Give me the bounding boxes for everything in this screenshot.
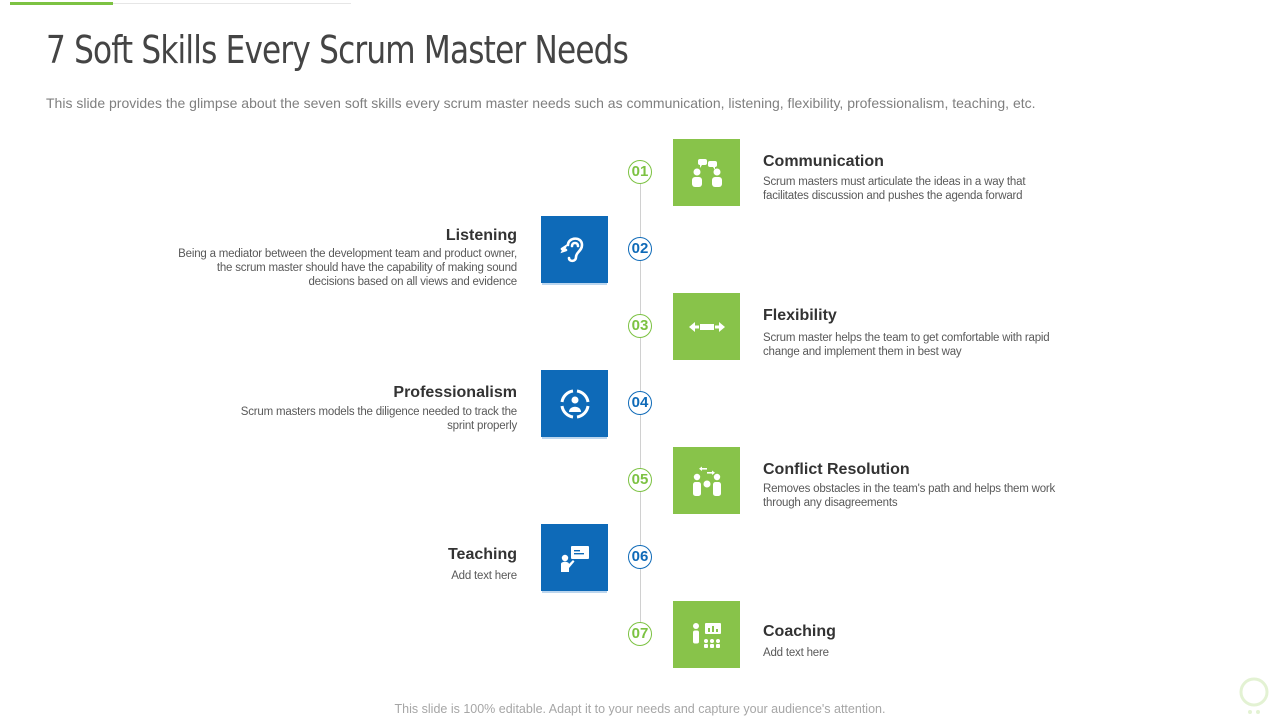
page-title: 7 Soft Skills Every Scrum Master Needs: [46, 28, 629, 72]
page-subtitle: This slide provides the glimpse about th…: [46, 95, 1036, 111]
step-number-07: 07: [628, 622, 652, 646]
skill-title-communication: Communication: [763, 153, 884, 170]
discussion-people-icon: [691, 158, 722, 187]
top-divider-line: [113, 3, 351, 4]
listening-tile: [541, 216, 608, 283]
teaching-tile: [541, 524, 608, 591]
flexibility-tile: [673, 293, 740, 360]
stretch-arrows-icon: [688, 321, 725, 332]
skill-desc-coaching: Add text here: [763, 647, 829, 659]
skill-title-professionalism: Professionalism: [393, 384, 517, 401]
presentation-board-icon: [560, 545, 589, 572]
skill-desc-professionalism: Scrum masters models the diligence neede…: [240, 406, 517, 432]
ear-icon: [559, 236, 583, 262]
skill-title-listening: Listening: [445, 227, 517, 244]
coaching-tile: [673, 601, 740, 668]
step-number-05: 05: [628, 468, 652, 492]
skill-desc-teaching: Add text here: [451, 570, 517, 582]
person-cycle-icon: [560, 389, 589, 418]
skill-title-conflict-resolution: Conflict Resolution: [763, 461, 910, 478]
conflict-resolution-tile: [673, 447, 740, 514]
step-number-06: 06: [628, 545, 652, 569]
step-number-01: 01: [628, 160, 652, 184]
coach-audience-icon: [692, 622, 721, 648]
skill-title-coaching: Coaching: [763, 623, 836, 640]
skill-desc-conflict-resolution: Removes obstacles in the team's path and…: [763, 483, 1056, 509]
skill-desc-listening: Being a mediator between the development…: [178, 248, 517, 288]
step-number-03: 03: [628, 314, 652, 338]
footer-note: This slide is 100% editable. Adapt it to…: [394, 702, 886, 716]
conflict-people-icon: [692, 466, 721, 496]
skill-title-flexibility: Flexibility: [763, 307, 837, 324]
communication-tile: [673, 139, 740, 206]
watermark-icon: [1239, 677, 1269, 714]
skill-desc-flexibility: Scrum master helps the team to get comfo…: [763, 332, 1050, 358]
step-number-02: 02: [628, 237, 652, 261]
skill-desc-communication: Scrum masters must articulate the ideas …: [763, 176, 1026, 202]
professionalism-tile: [541, 370, 608, 437]
skill-title-teaching: Teaching: [447, 546, 517, 563]
top-accent-bar: [10, 2, 113, 5]
step-number-04: 04: [628, 391, 652, 415]
